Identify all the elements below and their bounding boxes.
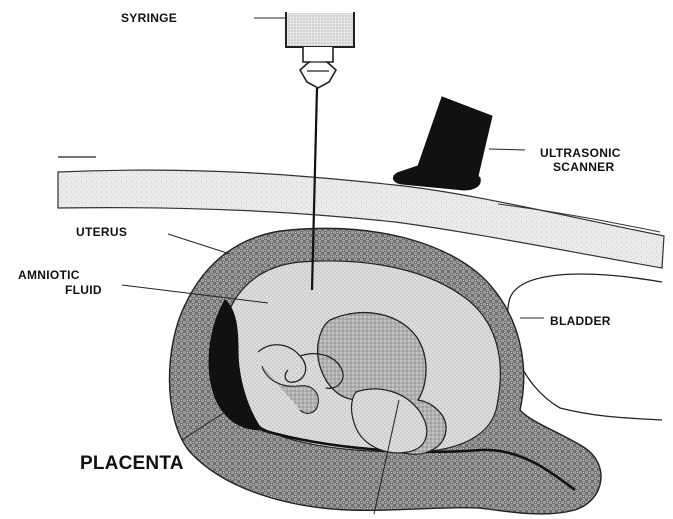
uterus-leader [168,234,230,254]
syringe-hub [300,47,336,88]
uterus-label: UTERUS [76,225,127,239]
ultrasonic-label-line1: ULTRASONIC [540,146,621,160]
amniotic-label-line2: FLUID [65,283,102,297]
ultrasonic-label-line2: SCANNER [553,160,614,174]
bladder-label: BLADDER [550,314,611,328]
amniotic-label-line1: AMNIOTIC [18,268,80,282]
syringe-label: SYRINGE [121,11,177,25]
bladder-outline [507,274,662,420]
placenta-label: PLACENTA [80,453,184,474]
ultrasonic-scanner [393,97,492,190]
scanner-leader [489,149,525,150]
syringe-barrel [286,13,354,47]
